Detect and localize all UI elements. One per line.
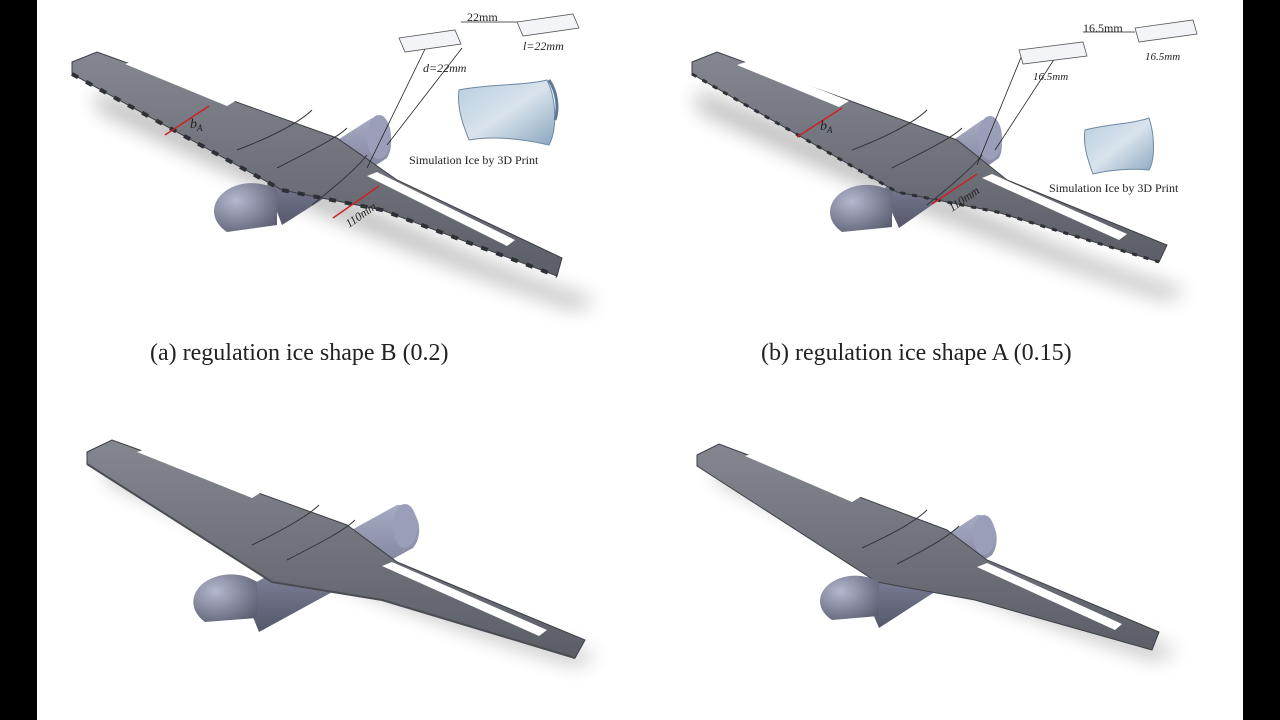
d-label-b: 16.5mm: [1033, 71, 1068, 83]
l-label-b: 16.5mm: [1145, 51, 1180, 63]
caption-a: (a) regulation ice shape B (0.2): [150, 340, 449, 366]
airplane-model-b: bA 110mm: [691, 51, 1187, 300]
inset-caption-b: Simulation Ice by 3D Print: [1049, 181, 1179, 195]
ice-detail-b: 16.5mm 16.5mm 16.5mm Simulation Ice by 3…: [1018, 19, 1198, 195]
gap-label-a: 22mm: [467, 10, 498, 24]
ice-detail-a: 22mm d=22mm l=22mm Simulation Ice by 3D …: [398, 10, 580, 167]
airplane-model-d: [696, 443, 1177, 660]
gap-label-b: 16.5mm: [1083, 21, 1123, 35]
airplane-model-c: [86, 439, 597, 665]
d-label-a: d=22mm: [423, 61, 467, 75]
caption-b: (b) regulation ice shape A (0.15): [761, 340, 1072, 366]
chord-label-b: bA: [820, 119, 833, 135]
airplane-model-a: bA 110mm: [71, 44, 597, 310]
figure-drawing: bA 110mm 22mm d=22mm l=22mm Simulation I…: [71, 10, 1198, 665]
l-label-a: l=22mm: [523, 39, 564, 53]
chord-label-a: bA: [190, 117, 203, 133]
figure-canvas: bA 110mm 22mm d=22mm l=22mm Simulation I…: [37, 0, 1243, 720]
inset-caption-a: Simulation Ice by 3D Print: [409, 153, 539, 167]
